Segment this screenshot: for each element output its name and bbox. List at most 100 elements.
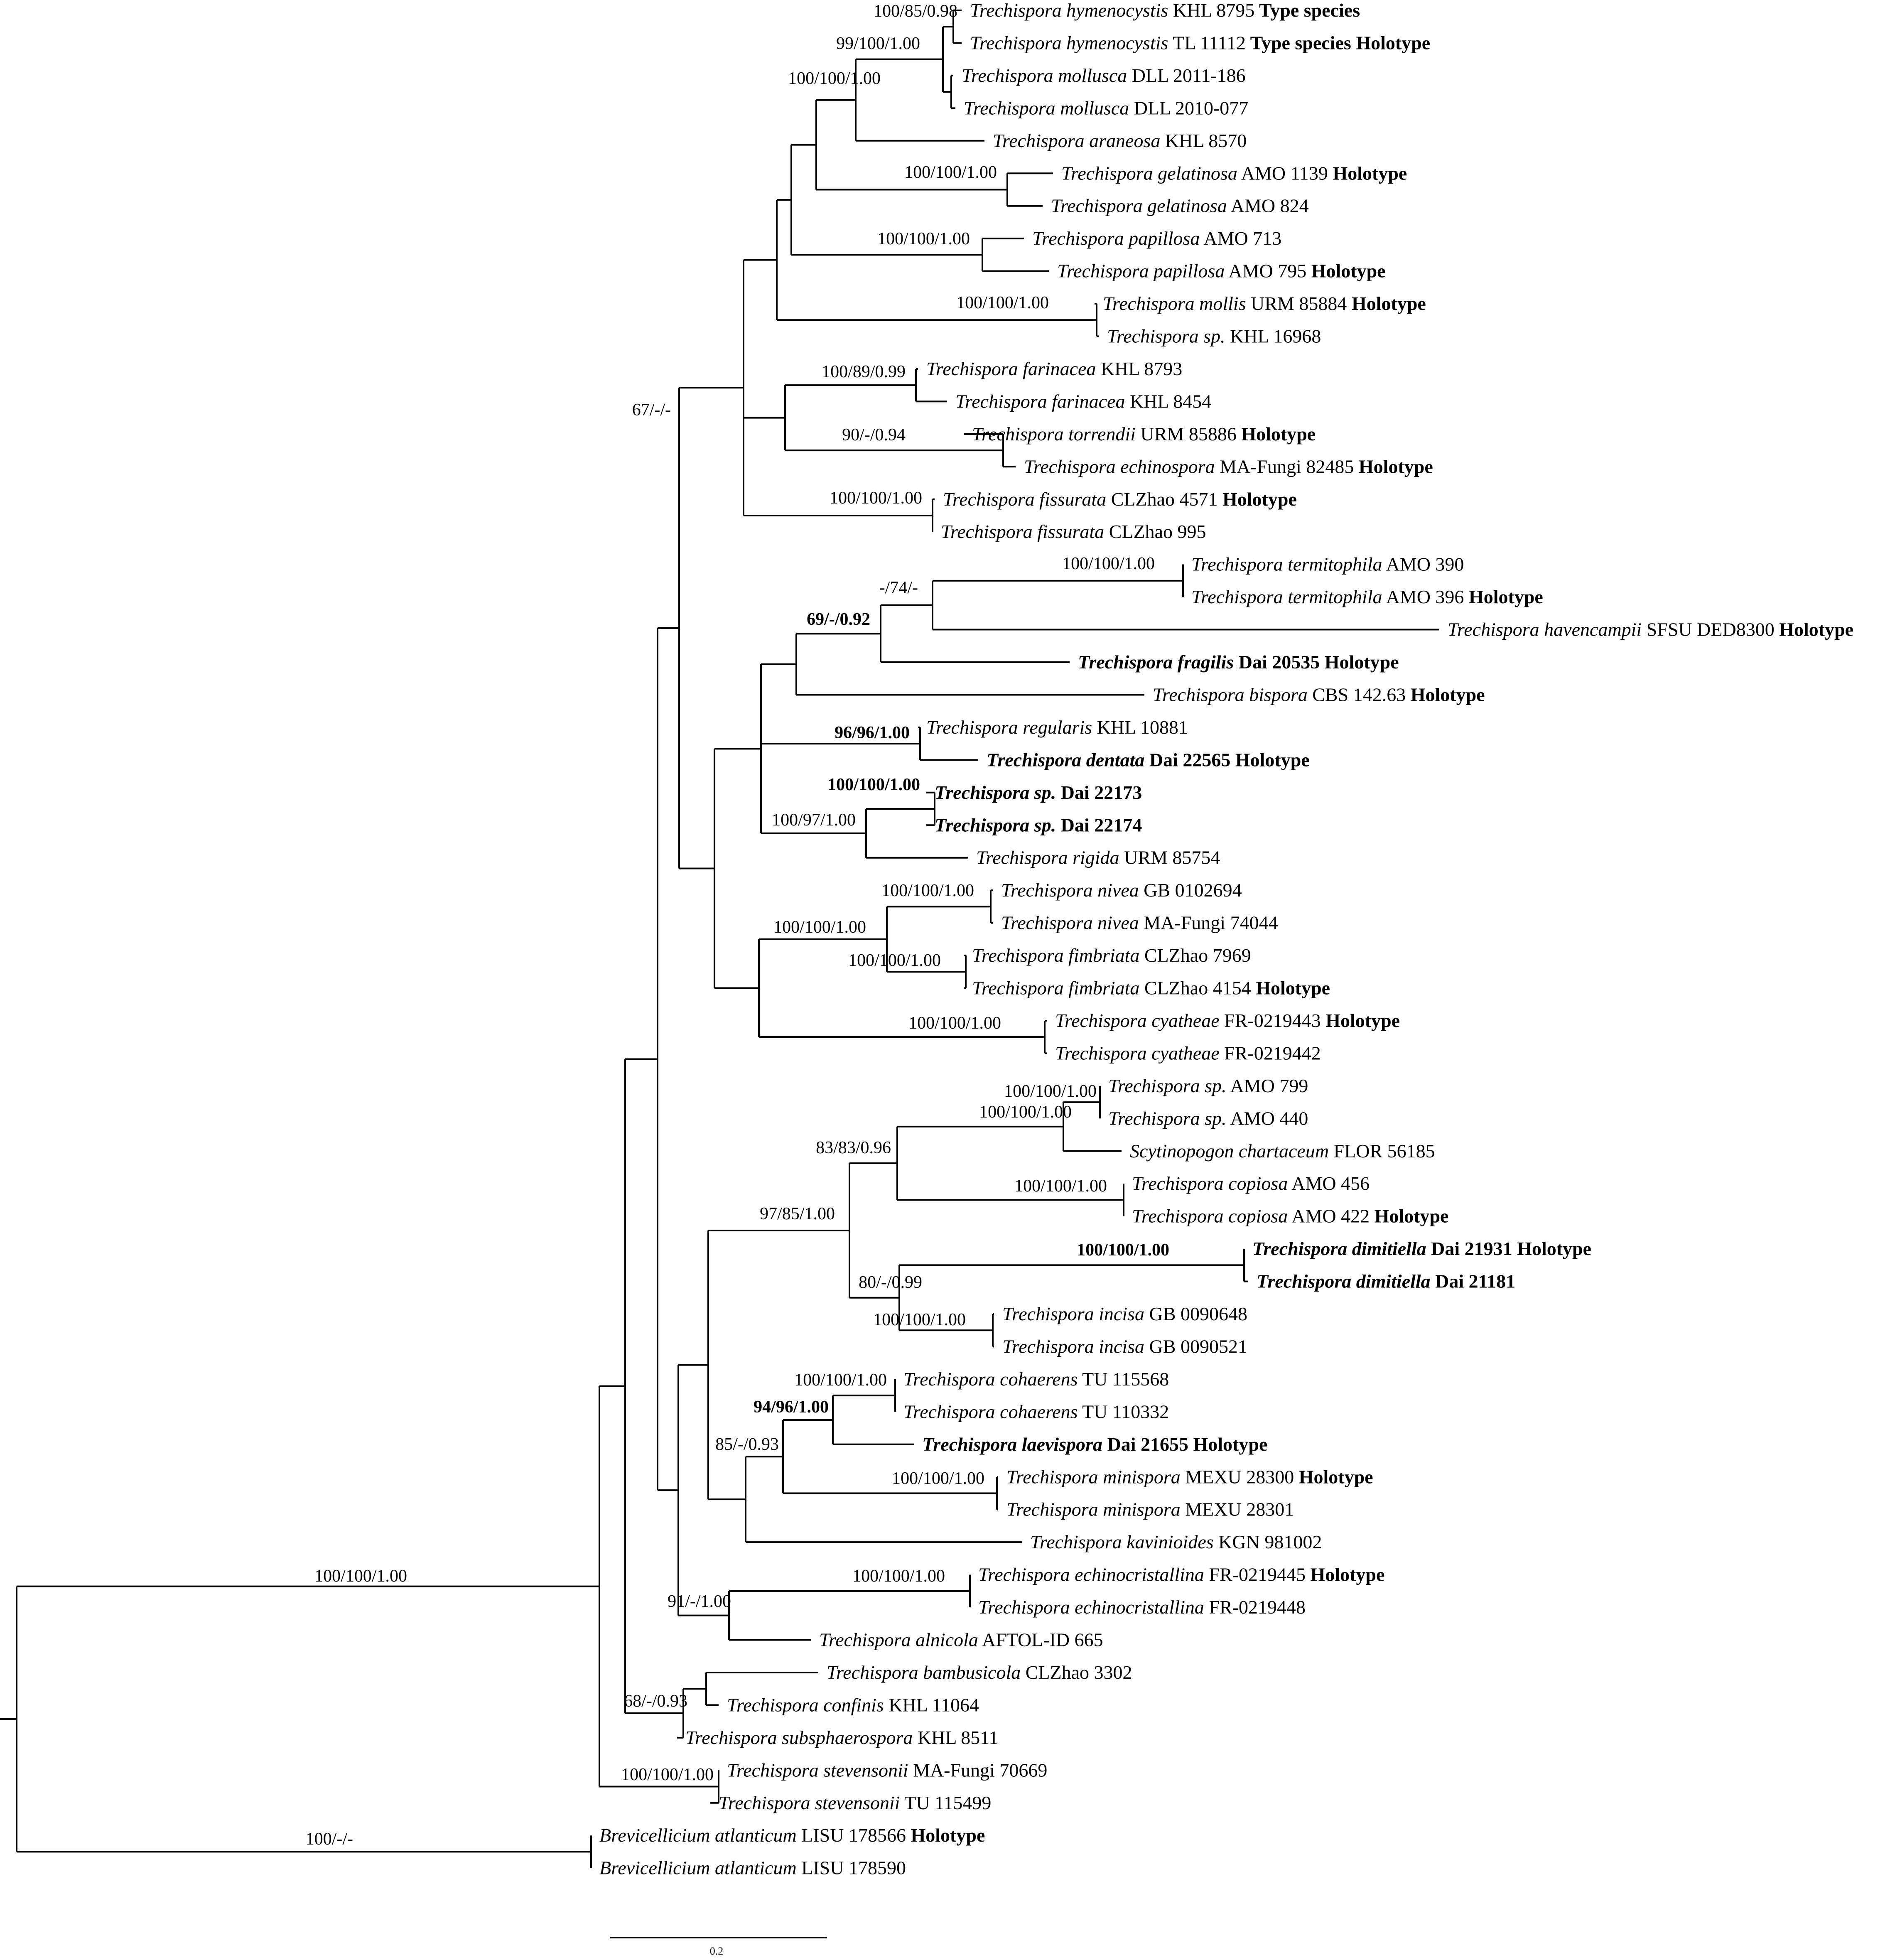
- taxon-label: Trechispora farinacea KHL 8454: [955, 391, 1211, 412]
- taxon-label: Trechispora kavinioides KGN 981002: [1030, 1531, 1322, 1552]
- support-value: 96/96/1.00: [835, 723, 910, 742]
- voucher-code: FR-0219448: [1204, 1596, 1306, 1618]
- support-value: 100/100/1.00: [1004, 1082, 1097, 1101]
- taxon-binomial: Trechispora cohaerens: [903, 1401, 1078, 1422]
- voucher-code: MA-Fungi 74044: [1139, 912, 1278, 933]
- taxon-label: Trechispora echinospora MA-Fungi 82485 H…: [1024, 456, 1433, 477]
- voucher-code: KHL 8570: [1160, 130, 1247, 151]
- voucher-code: MEXU 28300: [1181, 1466, 1294, 1487]
- taxon-label: Trechispora hymenocystis KHL 8795 Type s…: [970, 0, 1360, 21]
- taxon-binomial: Trechispora minispora: [1006, 1466, 1181, 1487]
- taxon-binomial: Trechispora sp.: [1108, 1108, 1227, 1129]
- voucher-code: Dai 22565: [1144, 749, 1230, 770]
- voucher-code: MA-Fungi 70669: [908, 1759, 1048, 1781]
- support-value: 83/83/0.96: [816, 1138, 891, 1157]
- support-value: 91/-/1.00: [668, 1592, 731, 1611]
- taxon-binomial: Trechispora araneosa: [993, 130, 1160, 151]
- taxon-binomial: Trechispora cyatheae: [1055, 1042, 1220, 1064]
- taxon-label: Trechispora copiosa AMO 456: [1132, 1173, 1370, 1194]
- taxon-binomial: Trechispora nivea: [1001, 879, 1139, 901]
- type-status: Holotype: [1370, 1206, 1448, 1227]
- voucher-code: SFSU DED8300: [1642, 619, 1775, 640]
- support-value: 100/100/1.00: [908, 1014, 1001, 1033]
- type-status: Holotype: [1218, 489, 1297, 510]
- support-value: 100/100/1.00: [1062, 554, 1155, 573]
- type-status: Holotype: [1188, 1434, 1267, 1455]
- taxon-binomial: Trechispora stevensonii: [727, 1759, 908, 1781]
- taxon-binomial: Trechispora sp.: [1108, 1075, 1227, 1096]
- type-status: Type species: [1254, 0, 1360, 21]
- taxon-label: Trechispora fissurata CLZhao 995: [941, 521, 1206, 542]
- voucher-code: FR-0219445: [1204, 1564, 1306, 1585]
- support-value: 68/-/0.93: [624, 1692, 687, 1711]
- support-value: 100/100/1.00: [1014, 1176, 1107, 1196]
- support-value: 100/100/1.00: [881, 881, 974, 900]
- type-status: Holotype: [1321, 1010, 1400, 1031]
- voucher-code: CBS 142.63: [1308, 684, 1406, 705]
- type-status: Holotype: [1251, 978, 1330, 999]
- voucher-code: AMO 456: [1288, 1173, 1370, 1194]
- taxon-label: Trechispora termitophila AMO 396 Holotyp…: [1191, 586, 1543, 607]
- voucher-code: CLZhao 995: [1104, 521, 1206, 542]
- tree-branches: [0, 10, 1439, 1868]
- taxon-label: Trechispora stevensonii TU 115499: [719, 1792, 991, 1813]
- taxon-binomial: Trechispora termitophila: [1191, 586, 1382, 607]
- type-status: Holotype: [1347, 293, 1426, 314]
- voucher-code: FR-0219442: [1220, 1042, 1321, 1064]
- taxon-label: Trechispora cohaerens TU 115568: [903, 1368, 1169, 1390]
- taxon-label: Trechispora nivea MA-Fungi 74044: [1001, 912, 1278, 933]
- voucher-code: LISU 178590: [797, 1857, 906, 1879]
- voucher-code: AMO 390: [1382, 554, 1464, 575]
- taxon-label: Trechispora farinacea KHL 8793: [926, 358, 1182, 379]
- taxon-label: Trechispora fissurata CLZhao 4571 Holoty…: [943, 489, 1297, 510]
- taxon-label: Brevicellicium atlanticum LISU 178590: [599, 1857, 906, 1879]
- taxon-label: Trechispora mollusca DLL 2010-077: [964, 97, 1248, 118]
- taxon-binomial: Trechispora regularis: [926, 717, 1092, 738]
- taxon-label: Trechispora stevensonii MA-Fungi 70669: [727, 1759, 1047, 1781]
- support-value: 100/100/1.00: [1077, 1240, 1169, 1260]
- voucher-code: KHL 8511: [913, 1727, 998, 1748]
- support-value: 100/89/0.99: [822, 362, 906, 381]
- voucher-code: AMO 422: [1288, 1206, 1370, 1227]
- support-value: -/74/-: [879, 578, 918, 597]
- taxon-label: Trechispora incisa GB 0090521: [1002, 1336, 1247, 1357]
- taxon-label: Trechispora minispora MEXU 28301: [1006, 1499, 1294, 1520]
- voucher-code: LISU 178566: [797, 1825, 906, 1846]
- support-value: 100/100/1.00: [892, 1469, 984, 1488]
- taxon-binomial: Trechispora cyatheae: [1055, 1010, 1220, 1031]
- taxon-binomial: Trechispora gelatinosa: [1061, 162, 1237, 184]
- taxon-label: Trechispora sp. Dai 22174: [935, 814, 1142, 835]
- taxon-binomial: Trechispora dentata: [987, 749, 1144, 770]
- taxon-label: Trechispora termitophila AMO 390: [1191, 554, 1464, 575]
- taxon-binomial: Trechispora sp.: [1107, 326, 1225, 347]
- voucher-code: TU 115568: [1078, 1368, 1169, 1390]
- taxon-label: Trechispora sp. AMO 440: [1108, 1108, 1308, 1129]
- taxon-binomial: Trechispora havencampii: [1448, 619, 1642, 640]
- taxon-label: Trechispora cyatheae FR-0219442: [1055, 1042, 1321, 1064]
- taxon-label: Trechispora gelatinosa AMO 824: [1051, 195, 1309, 216]
- type-status: Holotype: [1320, 651, 1399, 673]
- scale-bar-label: 0.2: [710, 1945, 724, 1957]
- taxon-binomial: Trechispora mollusca: [962, 65, 1127, 86]
- support-value: 100/100/1.00: [827, 775, 920, 794]
- voucher-code: AMO 824: [1227, 195, 1309, 216]
- taxon-binomial: Trechispora fimbriata: [972, 945, 1139, 966]
- voucher-code: URM 85884: [1246, 293, 1347, 314]
- support-value: 100/100/1.00: [873, 1310, 966, 1329]
- voucher-code: AMO 713: [1200, 228, 1281, 249]
- taxon-binomial: Trechispora fragilis: [1078, 651, 1234, 673]
- voucher-code: CLZhao 4154: [1139, 978, 1251, 999]
- taxon-label: Trechispora nivea GB 0102694: [1001, 879, 1242, 901]
- taxon-label: Trechispora alnicola AFTOL-ID 665: [819, 1629, 1103, 1651]
- type-status: Holotype: [1237, 423, 1316, 445]
- type-status: Holotype: [1354, 456, 1433, 477]
- support-value: 67/-/-: [632, 400, 671, 420]
- support-value: 100/100/1.00: [773, 918, 866, 937]
- taxon-binomial: Brevicellicium atlanticum: [599, 1825, 797, 1846]
- voucher-code: Dai 22174: [1056, 814, 1142, 835]
- type-status: Holotype: [1306, 1564, 1384, 1585]
- taxon-binomial: Trechispora sp.: [935, 782, 1056, 803]
- taxon-label: Trechispora minispora MEXU 28300 Holotyp…: [1006, 1466, 1373, 1487]
- taxon-binomial: Trechispora echinospora: [1024, 456, 1215, 477]
- taxon-binomial: Trechispora nivea: [1001, 912, 1139, 933]
